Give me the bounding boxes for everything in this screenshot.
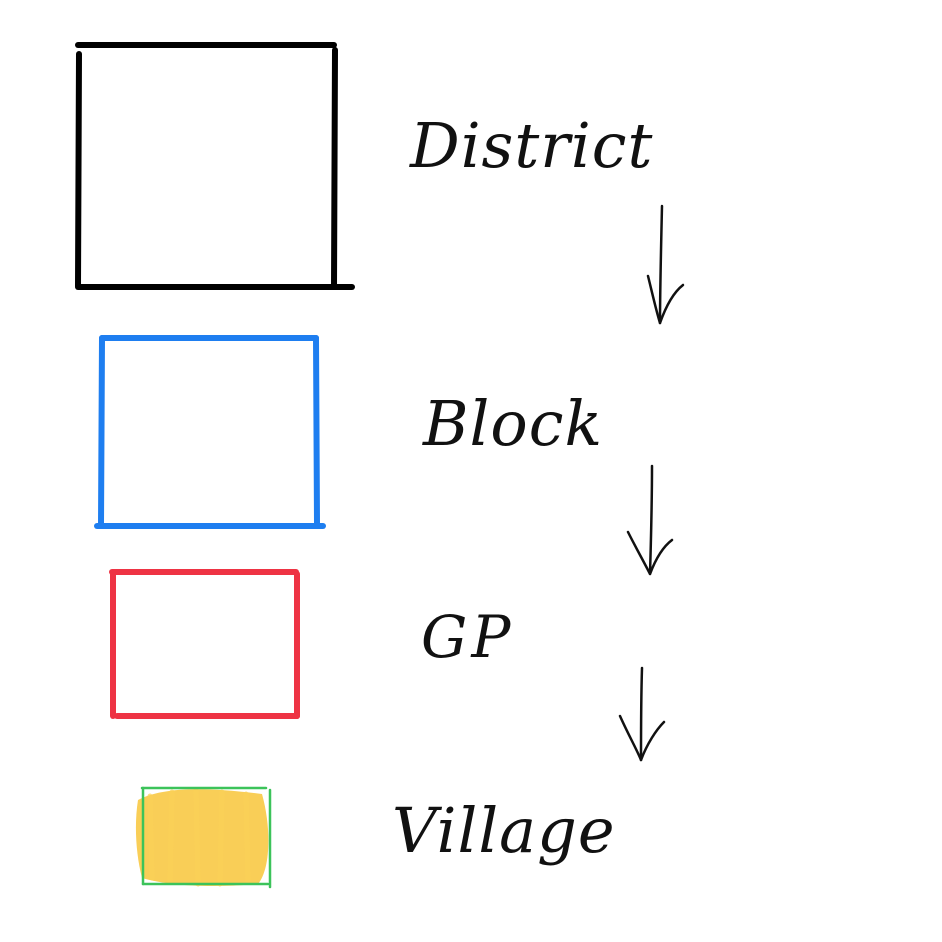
arrow-down-icon [626,464,674,576]
gp-label: GP [421,603,515,671]
gp-box [109,569,300,719]
block-box [94,335,326,529]
district-label: District [410,109,654,182]
block-label: Block [423,387,604,460]
district-box [75,42,355,290]
arrow-down-icon [646,204,685,325]
village-label: Village [392,794,616,867]
village-box [135,786,272,889]
arrow-down-icon [618,666,666,762]
